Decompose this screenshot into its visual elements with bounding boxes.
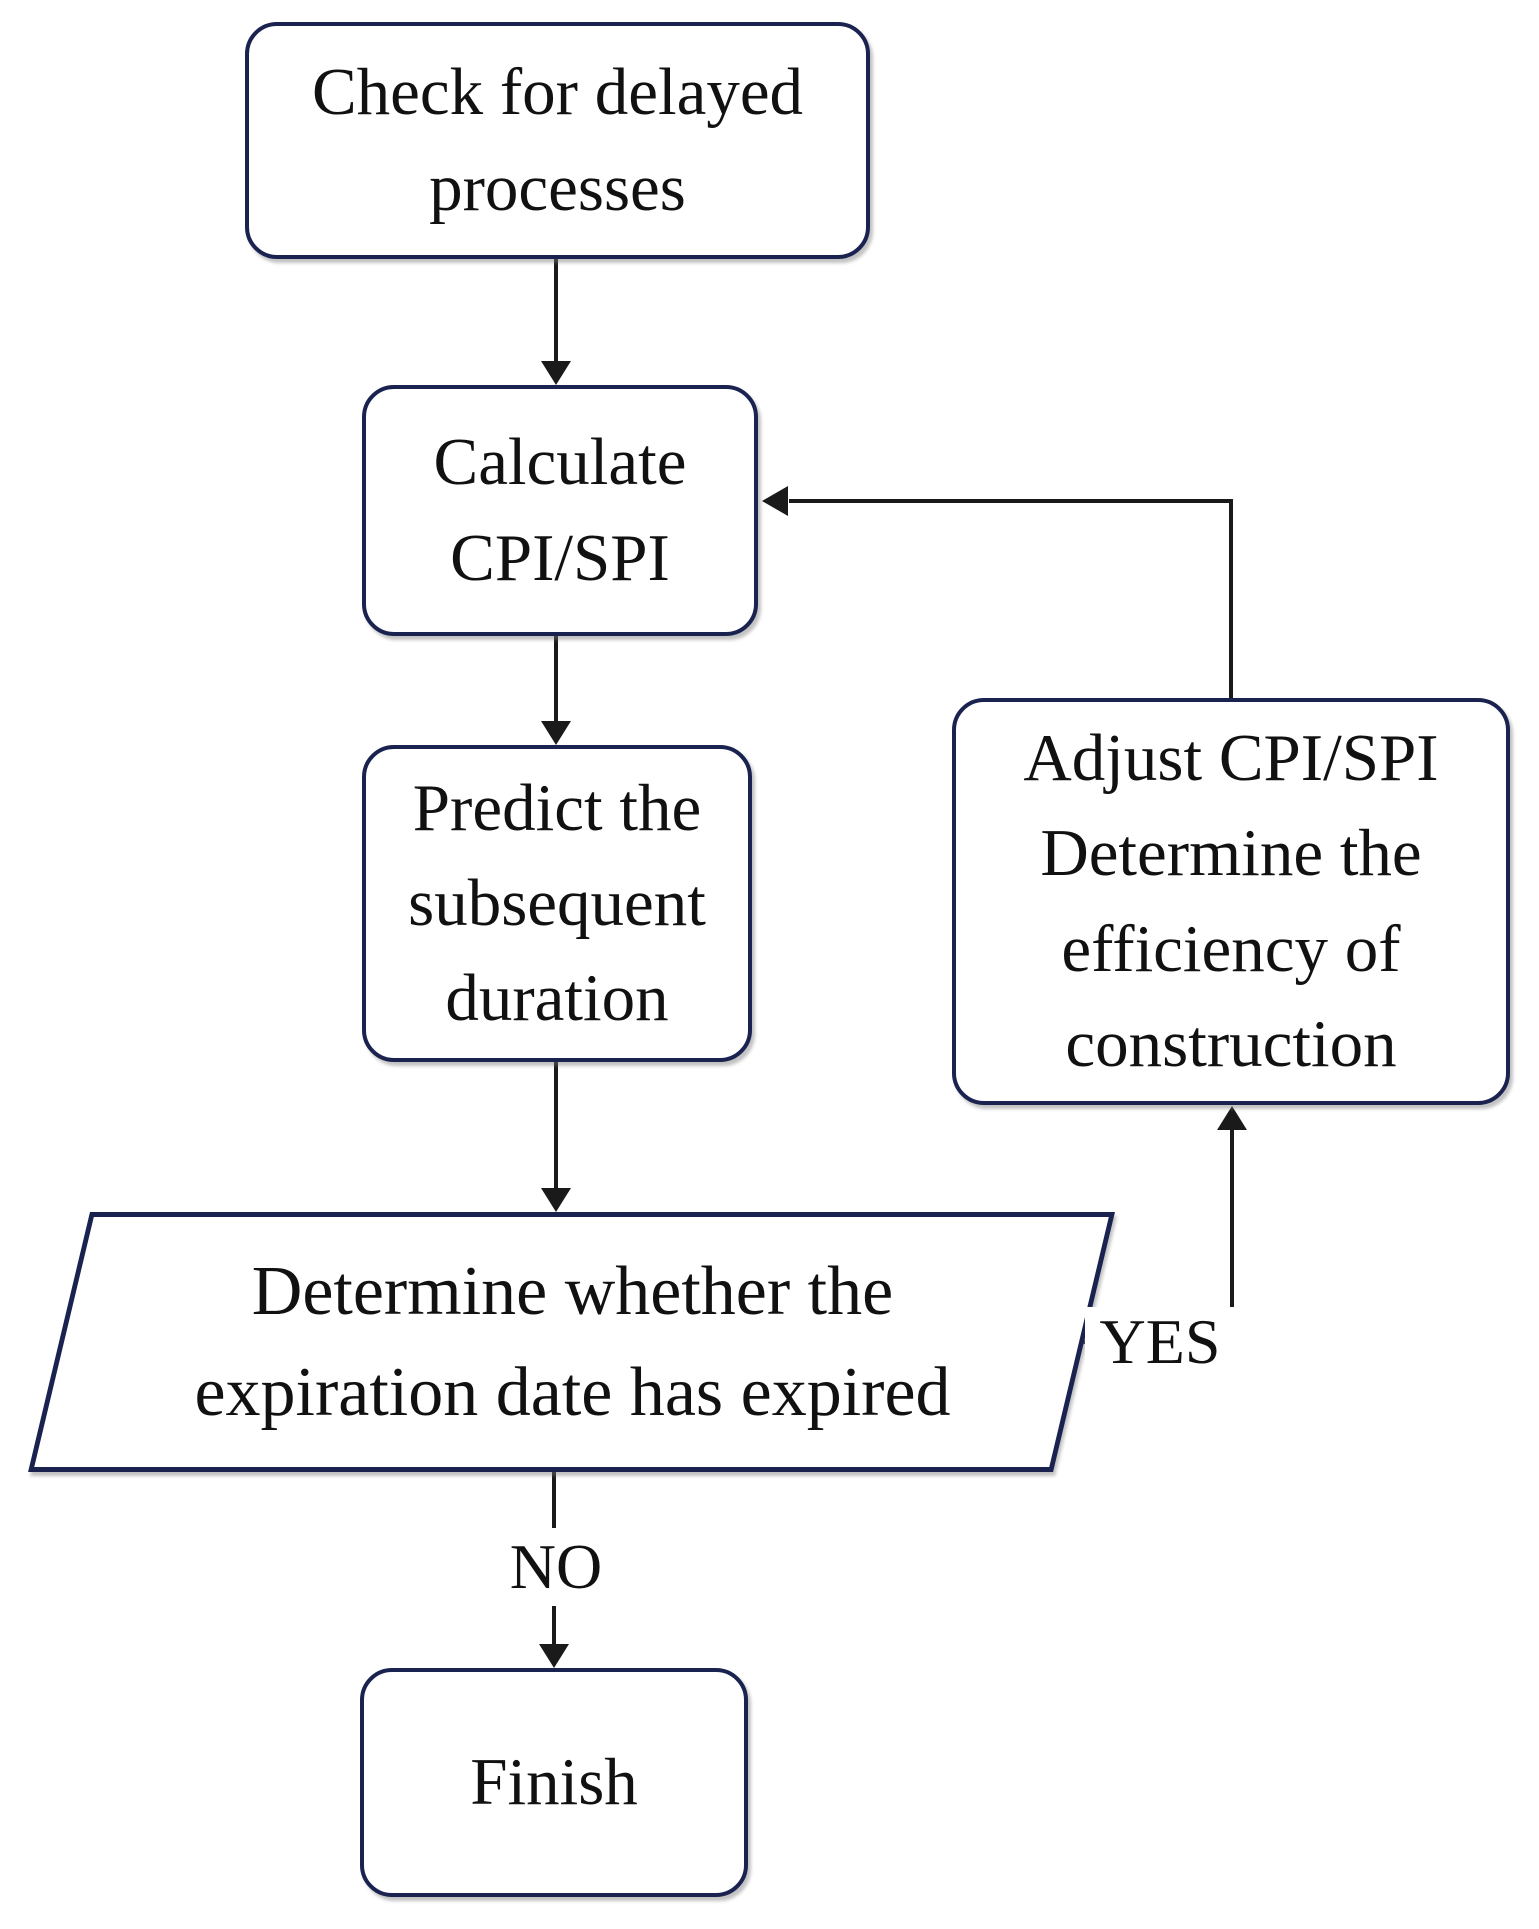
arrow-calculate-to-predict-head — [541, 721, 571, 745]
edge-label-no: NO — [476, 1532, 636, 1602]
arrow-adjust-to-calculate-line — [789, 499, 1233, 698]
node-calculate-label: Calculate CPI/SPI — [433, 425, 687, 595]
node-decision-expiration-label: Determine whether the expiration date ha… — [194, 1252, 951, 1432]
node-calculate-cpi-spi: Calculate CPI/SPI — [362, 385, 758, 636]
node-adjust-cpi-spi: Adjust CPI/SPI Determine the efficiency … — [952, 698, 1510, 1105]
node-check-label: Check for delayed processes — [311, 55, 804, 225]
edge-label-yes: YES — [1085, 1307, 1235, 1377]
arrow-adjust-to-calculate-head — [762, 486, 788, 516]
node-predict-subsequent-duration: Predict the subsequent duration — [362, 745, 752, 1062]
arrow-decision-to-finish-head — [539, 1644, 569, 1668]
node-check-for-delayed-processes: Check for delayed processes — [245, 22, 870, 259]
node-predict-label: Predict the subsequent duration — [408, 770, 706, 1036]
node-adjust-label: Adjust CPI/SPI Determine the efficiency … — [1023, 721, 1439, 1081]
node-finish-label: Finish — [470, 1744, 638, 1819]
arrow-check-to-calculate-head — [541, 361, 571, 385]
node-finish: Finish — [360, 1668, 748, 1897]
arrow-predict-to-decision-head — [541, 1188, 571, 1212]
arrow-yes-to-adjust-head — [1217, 1106, 1247, 1130]
